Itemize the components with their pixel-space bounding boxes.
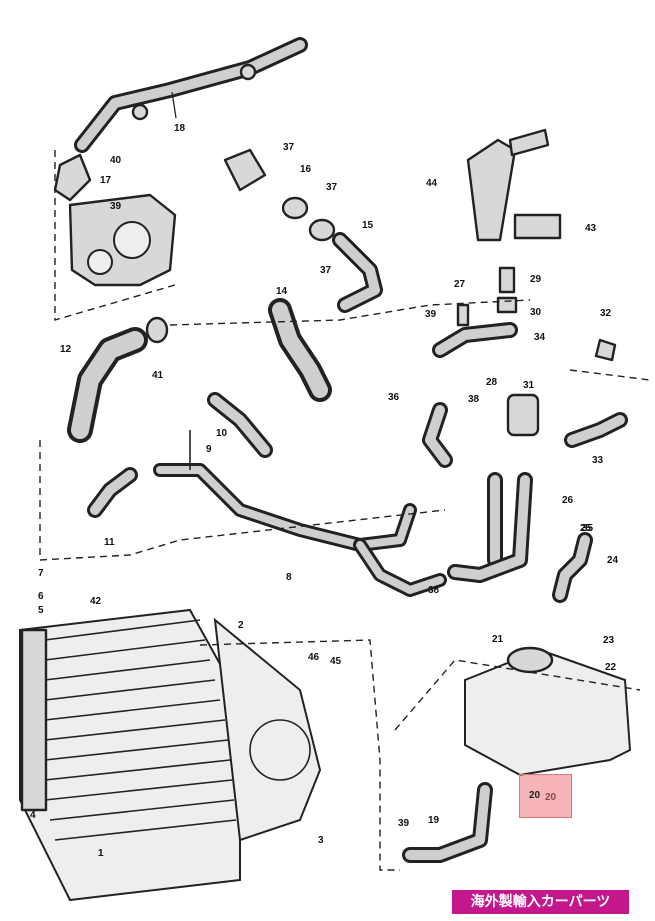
hose-11: [87, 467, 138, 518]
callout-labels: 18 40 17 39 37 16 37 15 44 43 27 29 30 1…: [30, 123, 619, 859]
callout-35: 35: [582, 523, 594, 534]
callout-16: 16: [300, 164, 312, 175]
callout-7: 7: [38, 568, 44, 579]
hose-19: [402, 782, 493, 863]
callout-34: 34: [534, 332, 546, 343]
callout-3: 3: [318, 835, 324, 846]
expansion-tank-20: [394, 646, 641, 777]
fan-shroud-3: [213, 617, 322, 842]
callout-33: 33: [592, 455, 604, 466]
boundary-lines: [39, 299, 651, 871]
callout-45: 45: [330, 656, 342, 667]
callout-41: 41: [152, 370, 164, 381]
radiator-1: [19, 608, 241, 902]
bracket-44: [466, 128, 550, 242]
callout-12: 12: [60, 344, 72, 355]
callout-30: 30: [530, 307, 542, 318]
callout-46: 46: [308, 652, 320, 663]
callout-28: 28: [486, 377, 498, 388]
callout-15: 15: [362, 220, 374, 231]
callout-2: 2: [238, 620, 244, 631]
callout-39: 39: [425, 309, 437, 320]
callout-38: 38: [468, 394, 480, 405]
callout-8: 8: [286, 572, 292, 583]
highlighted-part-label: 20: [529, 790, 541, 801]
clamp-43: [513, 213, 562, 240]
callout-44: 44: [426, 178, 438, 189]
callout-32: 32: [600, 308, 612, 319]
callout-40: 40: [110, 155, 122, 166]
callout-37: 37: [283, 142, 295, 153]
callout-17: 17: [100, 175, 112, 186]
callout-43: 43: [585, 223, 597, 234]
callout-31: 31: [523, 380, 535, 391]
watermark-banner: 海外製輸入カーパーツ: [452, 890, 629, 914]
fittings-right: [432, 266, 617, 362]
callout-14: 14: [276, 286, 288, 297]
callout-42: 42: [90, 596, 102, 607]
hose-12: [67, 316, 169, 443]
callout-24: 24: [607, 555, 619, 566]
callout-37: 37: [326, 182, 338, 193]
callout-25: 25: [580, 523, 592, 534]
hose-13: [207, 392, 273, 458]
callout-38: 38: [428, 585, 440, 596]
water-pump-assembly: [53, 150, 177, 321]
callout-21: 21: [492, 634, 504, 645]
highlighted-part-box: [519, 774, 572, 818]
callout-37: 37: [320, 265, 332, 276]
callout-4: 4: [30, 810, 36, 821]
callout-1: 1: [98, 848, 104, 859]
pipe-8: [153, 430, 447, 597]
callout-5: 5: [38, 605, 44, 616]
callout-22: 22: [605, 662, 617, 673]
callout-10: 10: [216, 428, 228, 439]
callout-18: 18: [174, 123, 186, 134]
callout-6: 6: [38, 591, 44, 602]
callout-23: 23: [603, 635, 615, 646]
aux-pump-31: [506, 393, 628, 448]
callout-29: 29: [530, 274, 542, 285]
callout-36: 36: [388, 392, 400, 403]
callout-39: 39: [398, 818, 410, 829]
callout-19: 19: [428, 815, 440, 826]
callout-39: 39: [110, 201, 122, 212]
callout-9: 9: [206, 444, 212, 455]
hose-26: [422, 402, 533, 583]
callout-26: 26: [562, 495, 574, 506]
tube-18: [74, 37, 308, 153]
callout-27: 27: [454, 279, 466, 290]
hose-25: [552, 532, 593, 603]
hose-15-16: [223, 148, 383, 313]
hose-14: [268, 298, 332, 402]
callout-11: 11: [104, 537, 115, 548]
